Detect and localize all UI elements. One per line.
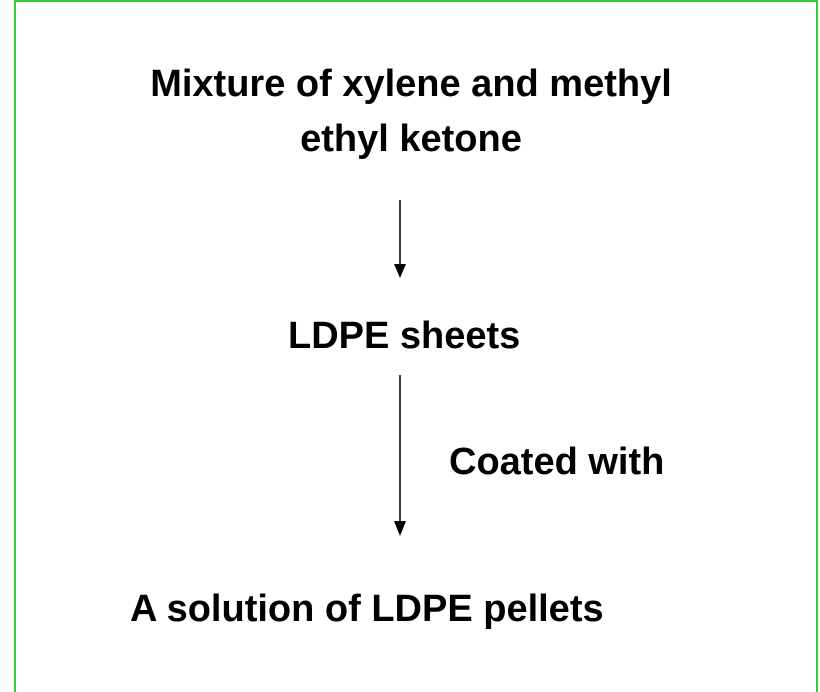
node-solvent-mixture-line-2: ethyl ketone	[300, 118, 522, 160]
node-solvent-mixture-line-1: Mixture of xylene and methyl	[150, 63, 672, 105]
node-solvent-mixture: Mixture of xylene and methyl ethyl keton…	[16, 57, 806, 167]
arrow-solvent-to-sheets	[394, 200, 406, 278]
edge-label-coated-with: Coated with	[449, 441, 665, 483]
arrow-solvent-to-sheets-head	[394, 264, 406, 278]
arrow-sheets-to-solution-head	[394, 521, 406, 536]
node-ldpe-solution: A solution of LDPE pellets	[130, 588, 604, 630]
node-ldpe-sheets: LDPE sheets	[288, 315, 521, 357]
diagram-frame: Mixture of xylene and methyl ethyl keton…	[14, 0, 818, 692]
arrow-sheets-to-solution	[394, 375, 406, 536]
